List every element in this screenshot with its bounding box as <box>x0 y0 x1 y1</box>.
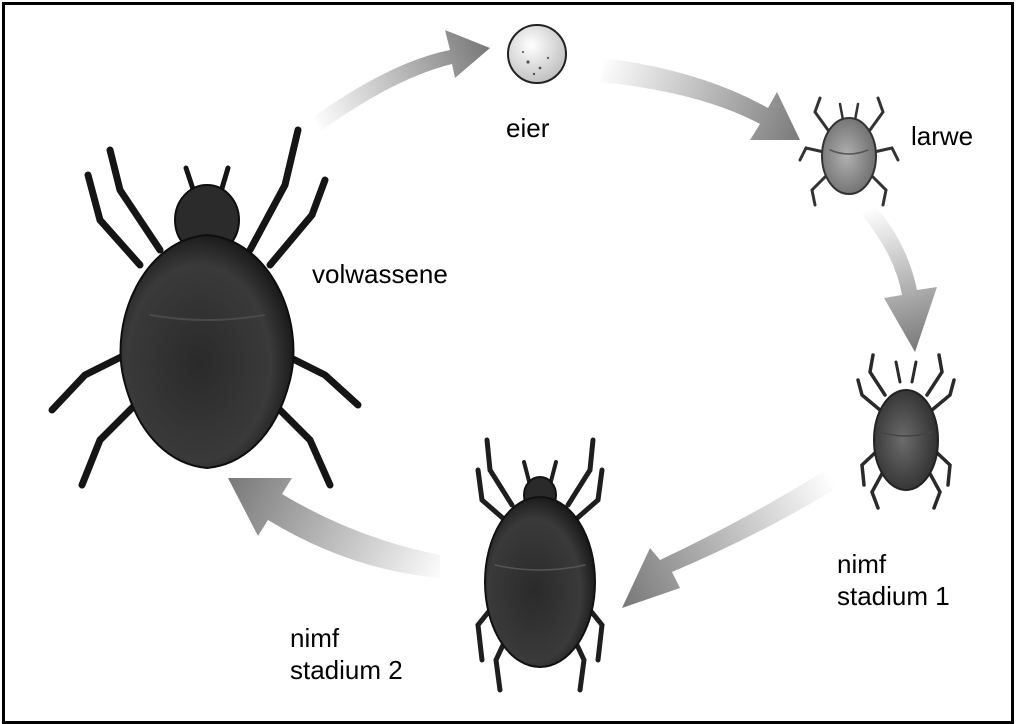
label-nymph-stage-2: nimf stadium 2 <box>290 622 403 686</box>
cycle-arrow-icon <box>600 58 800 140</box>
label-larva: larwe <box>911 120 973 152</box>
label-nymph-stage-1-line-1: nimf <box>837 548 950 580</box>
adult-mite-icon <box>52 130 358 485</box>
egg-icon <box>508 25 566 83</box>
cycle-arrow-icon <box>312 30 490 130</box>
cycle-arrow-icon <box>228 478 440 578</box>
label-nymph-stage-1-line-2: stadium 1 <box>837 580 950 612</box>
label-nymph-stage-1: nimf stadium 1 <box>837 548 950 612</box>
label-nymph-stage-2-line-1: nimf <box>290 622 403 654</box>
larva-mite-icon <box>800 98 898 205</box>
label-nymph-stage-2-line-2: stadium 2 <box>290 654 403 686</box>
label-adult: volwassene <box>312 258 448 290</box>
nymph-stage-2-mite-icon <box>478 440 602 690</box>
nymph-stage-1-mite-icon <box>858 355 954 508</box>
cycle-arrow-icon <box>862 205 937 352</box>
cycle-arrow-icon <box>622 470 842 608</box>
label-eggs: eier <box>506 112 549 144</box>
